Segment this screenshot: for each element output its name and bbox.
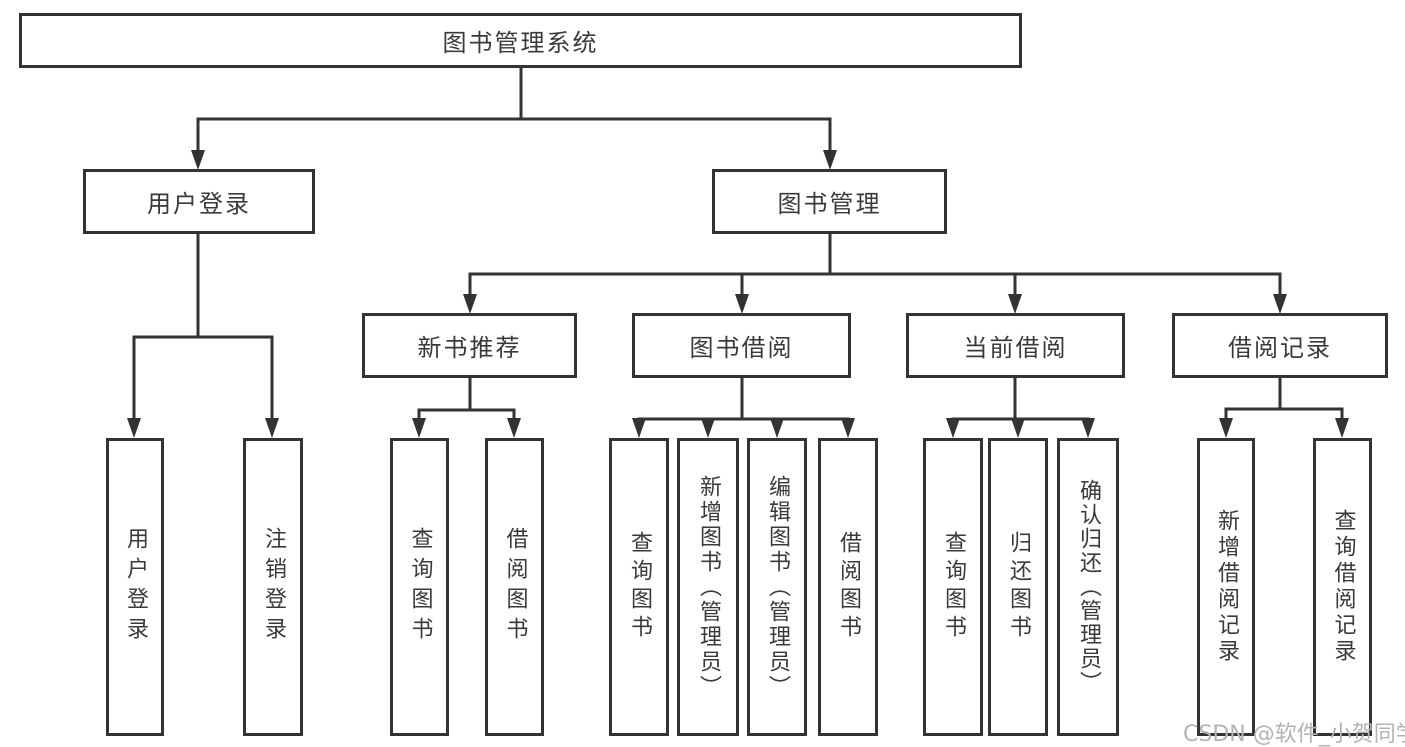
leaf-logout: 注销登录: [243, 438, 303, 736]
leaf-return-books: 归还图书: [988, 438, 1048, 736]
leaf-add-borrow-record: 新增借阅记录: [1197, 438, 1255, 736]
arrowhead-down-icon: [1219, 418, 1233, 438]
arrowhead-down-icon: [632, 418, 646, 438]
node-label: 新增借阅记录: [1214, 509, 1239, 665]
arrowhead-down-icon: [1335, 418, 1349, 438]
arrowhead-down-icon: [823, 150, 837, 170]
arrowhead-down-icon: [701, 418, 715, 438]
node-new-book-recommend: 新书推荐: [362, 313, 577, 378]
node-label: 查询图书: [941, 531, 966, 643]
node-user-login: 用户登录: [83, 169, 315, 234]
node-label: 编辑图书（管理员）: [765, 474, 790, 700]
connector-line: [637, 417, 850, 424]
arrowhead-down-icon: [735, 294, 749, 314]
node-label: 归还图书: [1006, 531, 1031, 643]
arrowhead-down-icon: [1011, 418, 1025, 438]
node-label: 查询图书: [407, 527, 433, 647]
node-label: 查询借阅记录: [1330, 509, 1356, 665]
node-label: 借阅图书: [502, 527, 528, 647]
node-library-management-system: 图书管理系统: [19, 13, 1022, 68]
node-label: 新书推荐: [417, 334, 522, 362]
arrowhead-down-icon: [946, 418, 960, 438]
node-label: 图书管理系统: [442, 29, 599, 57]
node-label: 查询图书: [627, 531, 652, 643]
arrowhead-down-icon: [770, 418, 784, 438]
arrowhead-down-icon: [1273, 294, 1287, 314]
node-label: 确认归还（管理员）: [1076, 479, 1101, 695]
node-label: 借阅记录: [1228, 334, 1332, 362]
csdn-watermark: CSDN @软件_小贺同学: [1183, 722, 1405, 747]
arrowhead-down-icon: [507, 418, 521, 438]
leaf-edit-books-admin: 编辑图书（管理员）: [747, 438, 807, 736]
connector-line: [468, 272, 1282, 296]
node-label: 注销登录: [261, 527, 286, 647]
leaf-borrow-books: 借阅图书: [818, 438, 878, 736]
leaf-borrow-books-recommend: 借阅图书: [485, 438, 544, 736]
arrowhead-down-icon: [1008, 294, 1022, 314]
connector-line: [132, 335, 274, 421]
leaf-query-books-borrowing: 查询图书: [609, 438, 669, 736]
node-label: 图书借阅: [689, 334, 794, 362]
leaf-query-books-current: 查询图书: [923, 438, 983, 736]
node-current-borrowing: 当前借阅: [906, 313, 1125, 378]
arrowhead-down-icon: [191, 150, 205, 170]
node-label: 新增图书（管理员）: [696, 474, 721, 700]
node-label: 借阅图书: [836, 531, 861, 643]
arrowhead-down-icon: [1081, 418, 1095, 438]
leaf-confirm-return-admin: 确认归还（管理员）: [1057, 438, 1119, 736]
leaf-user-login: 用户登录: [106, 438, 164, 736]
node-label: 用户登录: [147, 190, 251, 218]
leaf-query-borrow-record: 查询借阅记录: [1313, 438, 1372, 736]
leaf-query-books-recommend: 查询图书: [390, 438, 449, 736]
node-label: 图书管理: [777, 190, 882, 218]
connector-line: [417, 408, 516, 421]
leaf-add-books-admin: 新增图书（管理员）: [677, 438, 739, 736]
node-borrow-records: 借阅记录: [1172, 313, 1388, 378]
arrowhead-down-icon: [265, 418, 279, 438]
node-book-management: 图书管理: [712, 169, 947, 234]
arrowhead-down-icon: [127, 418, 141, 438]
node-label: 用户登录: [123, 527, 148, 647]
node-book-borrowing: 图书借阅: [632, 313, 851, 378]
arrowhead-down-icon: [841, 418, 855, 438]
node-label: 当前借阅: [963, 334, 1068, 362]
arrowhead-down-icon: [412, 418, 426, 438]
connector-line: [1224, 407, 1344, 421]
arrowhead-down-icon: [463, 294, 477, 314]
connector-line: [196, 117, 832, 153]
